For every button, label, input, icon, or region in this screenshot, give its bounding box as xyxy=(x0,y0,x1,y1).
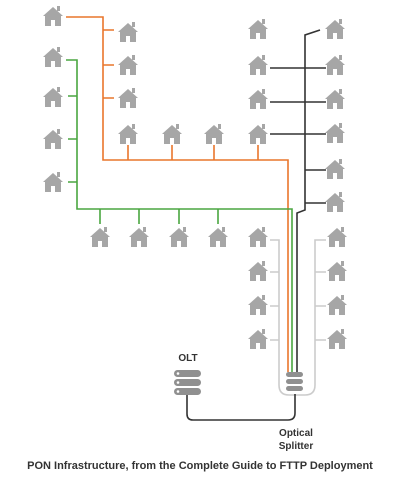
houses xyxy=(43,6,347,349)
house-icon xyxy=(169,227,189,247)
house-icon xyxy=(325,19,345,39)
olt-splitter-link xyxy=(186,394,296,421)
house-icon xyxy=(248,227,268,247)
house-icon xyxy=(325,123,345,143)
house-icon xyxy=(162,124,182,144)
house-icon xyxy=(248,329,268,349)
splitter-label-line1: Optical xyxy=(279,428,313,439)
house-icon xyxy=(248,261,268,281)
house-icon xyxy=(325,89,345,109)
house-icon xyxy=(129,227,149,247)
figure-caption: PON Infrastructure, from the Complete Gu… xyxy=(27,460,373,472)
house-icon xyxy=(248,124,268,144)
house-icon xyxy=(204,124,224,144)
house-icon xyxy=(43,87,63,107)
house-icon xyxy=(43,129,63,149)
house-icon xyxy=(327,261,347,281)
gray-fiber xyxy=(270,239,326,396)
green-fiber xyxy=(66,59,293,372)
house-icon xyxy=(118,124,138,144)
house-icon xyxy=(327,329,347,349)
house-icon xyxy=(43,6,63,26)
house-icon xyxy=(248,89,268,109)
black-fiber xyxy=(270,29,326,372)
house-icon xyxy=(43,47,63,67)
house-icon xyxy=(327,295,347,315)
house-icon xyxy=(327,227,347,247)
house-icon xyxy=(118,55,138,75)
house-icon xyxy=(325,55,345,75)
house-icon xyxy=(248,55,268,75)
splitter-label-line2: Splitter xyxy=(279,441,314,452)
olt-label: OLT xyxy=(178,353,197,364)
house-icon xyxy=(208,227,228,247)
house-icon xyxy=(118,88,138,108)
house-icon xyxy=(90,227,110,247)
house-icon xyxy=(43,172,63,192)
house-icon xyxy=(248,295,268,315)
house-icon xyxy=(118,22,138,42)
house-icon xyxy=(248,19,268,39)
splitter-icon xyxy=(286,372,303,391)
house-icon xyxy=(325,192,345,212)
olt-icon xyxy=(174,370,201,395)
orange-fiber xyxy=(66,16,289,372)
house-icon xyxy=(325,159,345,179)
